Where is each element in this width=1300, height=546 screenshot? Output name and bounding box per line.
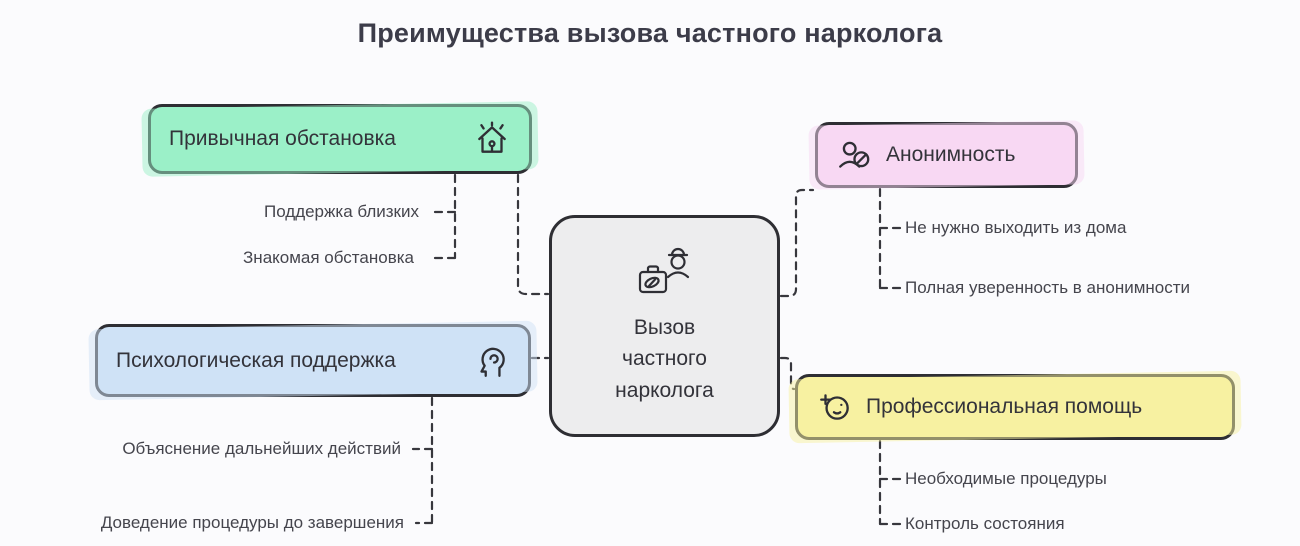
branch-psychological-support-label: Психологическая поддержка: [116, 348, 396, 372]
child-explaining-next-steps: Объяснение дальнейших действий: [122, 439, 401, 458]
home-icon: [478, 121, 506, 153]
anonymity-icon: [839, 141, 870, 168]
branch-habitual-environment: Привычная обстановка: [148, 104, 532, 174]
child-support-of-relatives: Поддержка близких: [263, 202, 419, 221]
child-procedure-completion: Доведение процедуры до завершения: [100, 513, 404, 532]
branch-anonymity: Анонимность: [815, 122, 1078, 188]
psychological-support-icon: [480, 347, 505, 377]
branch-habitual-environment-label: Привычная обстановка: [169, 127, 396, 150]
branch-anonymity-label: Анонимность: [886, 143, 1016, 166]
child-full-anonymity-confidence: Полная уверенность в анонимности: [905, 278, 1191, 297]
connector-green-children: [429, 173, 457, 260]
connector-yellow-children: [878, 439, 904, 526]
narcologist-call-icon: [638, 247, 689, 293]
child-necessary-procedures: Необходимые процедуры: [905, 469, 1107, 488]
connector-green-center: [516, 173, 550, 296]
professional-help-icon: [820, 394, 849, 420]
child-familiar-environment: Знакомая обстановка: [243, 248, 414, 267]
branch-professional-help: Профессиональная помощь: [795, 374, 1235, 440]
connector-blue-children: [411, 396, 434, 525]
child-no-need-to-leave-home: Не нужно выходить из дома: [905, 218, 1127, 237]
page-title: Преимущества вызова частного нарколога: [357, 18, 943, 48]
central-node-label: Вызов частного нарколога: [615, 315, 714, 402]
connector-pink-children: [878, 187, 904, 290]
branch-professional-help-label: Профессиональная помощь: [866, 395, 1143, 418]
connector-pink-center: [779, 188, 815, 298]
central-node: Вызов частного нарколога: [549, 215, 780, 437]
child-condition-monitoring: Контроль состояния: [905, 514, 1065, 533]
branch-psychological-support: Психологическая поддержка: [95, 324, 531, 397]
